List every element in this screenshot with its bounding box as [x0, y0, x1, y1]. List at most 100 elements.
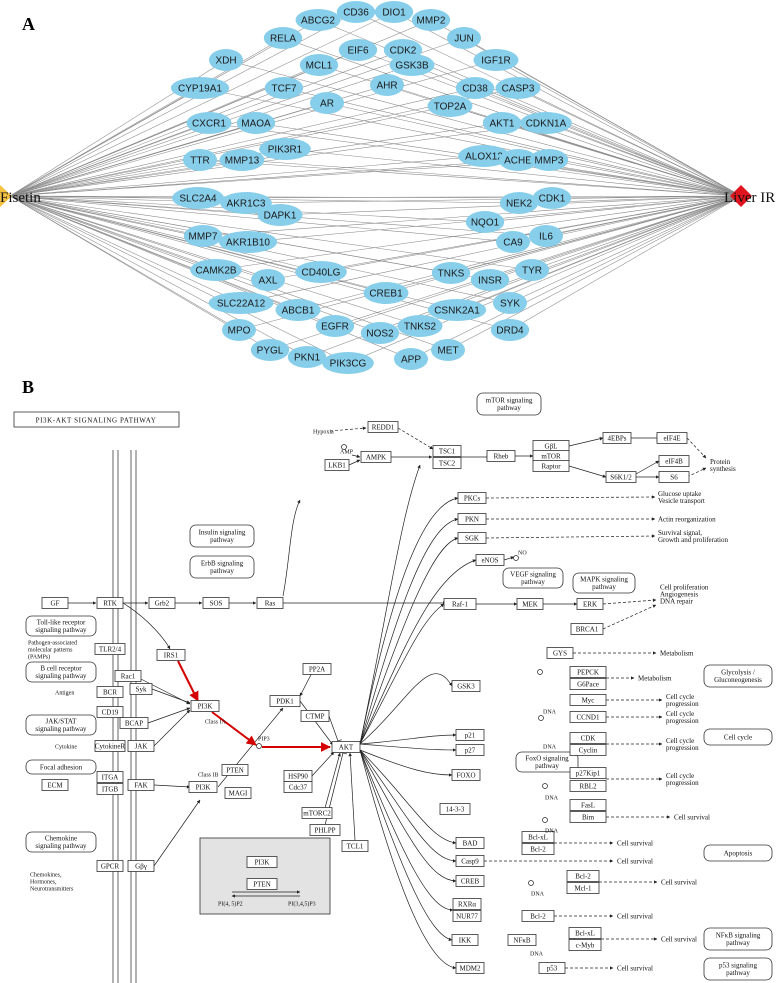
gene-box-label: LKB1 [328, 461, 346, 469]
gene-node-label: MCL1 [306, 61, 333, 72]
arrow [686, 467, 707, 478]
gene-node-ellipse [315, 315, 355, 337]
gene-box: NFκB [507, 934, 537, 946]
gene-node-label: NOS2 [366, 329, 394, 340]
gene-box-rect [283, 781, 313, 793]
gene-box-rect [331, 741, 361, 753]
gene-node-ellipse [338, 39, 378, 61]
arrow [122, 602, 171, 650]
gene-box-label: eIF4E [663, 434, 680, 442]
gene-node: INSR [470, 269, 510, 291]
gene-box-rect [569, 732, 607, 744]
arrow [153, 799, 201, 867]
gene-box-label: GSK3 [457, 682, 475, 690]
pathway-ref-label: Chemokine [45, 835, 77, 843]
edge-target-casp3 [517, 87, 742, 197]
gene-node: SLC22A12 [208, 292, 274, 314]
gene-node: RELA [263, 27, 303, 49]
edge-source-cd40lg [9, 195, 322, 273]
free-label: AMP [340, 449, 354, 455]
edge-source-pik3cg [9, 195, 349, 364]
gene-box-rect [432, 457, 462, 469]
gene-box: Casp9 [455, 855, 485, 867]
pathway-ref-label: pathway [726, 969, 750, 977]
gene-box: CTMP [300, 710, 330, 722]
edge-source-cyp19a1 [9, 87, 201, 197]
gene-box-label: S6 [670, 473, 678, 481]
edge-source-cd36 [9, 11, 357, 197]
pathway-title: PI3K-AKT SIGNALING PATHWAY [36, 417, 157, 425]
gene-node-label: INSR [478, 276, 502, 287]
gene-node-label: DRD4 [496, 326, 524, 337]
gene-box: BCR [96, 686, 124, 698]
gene-box-label: p27Kip1 [576, 769, 601, 777]
gene-node: NQO1 [465, 211, 505, 233]
gene-box: PTEN [221, 764, 249, 776]
target-node: Liver IR [724, 185, 775, 207]
gene-node-ellipse [183, 225, 223, 247]
gene-box: IRS1 [156, 649, 186, 661]
gene-box-rect [300, 710, 330, 722]
gene-box-rect [452, 910, 482, 922]
free-label: DNA [543, 744, 557, 750]
gene-box-label: RTK [103, 599, 117, 607]
outcome-label: Cell proliferation [660, 583, 709, 591]
gene-box-label: Bcl-xL [528, 833, 548, 841]
pathway-ref-box [572, 572, 636, 594]
edge-source-alox12 [9, 155, 485, 197]
edge-source-maoa [9, 122, 257, 197]
arrow [348, 459, 361, 466]
pathway-ref-label: B cell receptor [40, 665, 82, 673]
gene-node-label: TNKS [438, 269, 465, 280]
arrow [153, 709, 191, 747]
gene-box-rect [546, 647, 574, 659]
pathway-ref-box [515, 751, 579, 773]
gene-node-label: XDH [215, 56, 236, 67]
edge-source-ache [9, 159, 519, 197]
gene-box: GβL [532, 440, 570, 452]
gene-box-label: MDM2 [459, 964, 481, 972]
target-diamond-icon [730, 185, 752, 207]
free-label: molecular patterns [28, 647, 73, 653]
gene-node: ABCB1 [275, 299, 321, 321]
gene-node-label: ALOX12 [465, 152, 503, 163]
gene-box-label: PTEN [253, 880, 271, 888]
arrow [359, 496, 459, 745]
pathway-ref: Focal adhesion [25, 759, 97, 775]
gene-box-rect [246, 856, 278, 868]
gene-node: MMP7 [183, 225, 223, 247]
gene-box-rect [457, 513, 487, 525]
gene-boxes: REDD1TSC1TSC2AMPKLKB1RhebGβLmTORRaptor4E… [41, 421, 690, 974]
outcome-label: Cell survival [617, 964, 653, 972]
gene-node-ellipse [190, 259, 242, 281]
compound-icon [513, 555, 519, 561]
gene-box-rect [455, 855, 485, 867]
edge-source-tyr [9, 195, 533, 271]
outcome-label: Cell cycle [666, 693, 694, 701]
pathway-ref-box [703, 927, 773, 951]
gene-box-rect [569, 666, 607, 678]
gene-node-label: TOP2A [434, 102, 467, 113]
gene-box: Bim [569, 811, 607, 823]
gene-node-label: CD36 [343, 8, 369, 19]
gene-box-rect [516, 598, 544, 610]
free-label: PI(4, 5)P2 [218, 900, 243, 907]
outcome-label: Metabolism [660, 649, 694, 657]
gene-box-label: Bcl-xL [575, 929, 595, 937]
gene-node: AR [310, 92, 344, 114]
compound-icon [542, 783, 548, 789]
arrow [485, 534, 656, 539]
gene-box: ERK [576, 598, 604, 610]
gene-box: AMPK [360, 451, 392, 463]
outcome-label: Cell survival [661, 878, 697, 886]
pathway-ref-label: signaling pathway [35, 725, 87, 733]
gene-box-label: PEPCK [577, 668, 599, 676]
gene-box-rect [455, 729, 485, 741]
gene-box-rect [309, 824, 341, 836]
